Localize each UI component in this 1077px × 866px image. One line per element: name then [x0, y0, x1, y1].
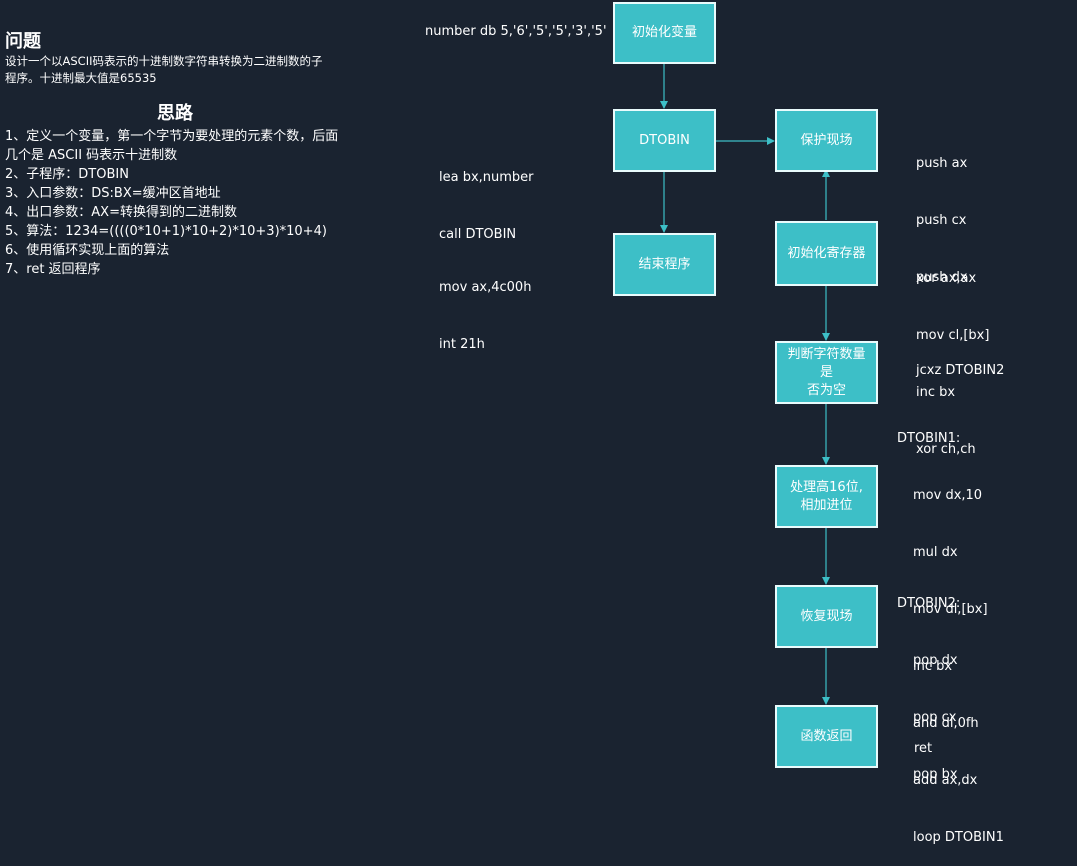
approach-line: 1、定义一个变量，第一个字节为要处理的元素个数，后面: [5, 129, 339, 144]
code-jcxz: jcxz DTOBIN2: [916, 363, 1005, 378]
code-line: xor ch,ch: [916, 442, 976, 457]
problem-desc-line-1: 设计一个以ASCII码表示的十进制数字符串转换为二进制数的子: [5, 54, 323, 68]
code-exit-block: mov ax,4c00h int 21h: [439, 240, 531, 373]
code-line: inc bx: [913, 659, 953, 674]
code-line: push ax: [916, 156, 968, 171]
code-line: mov dl,[bx]: [913, 602, 988, 617]
code-dtobin2-block: pop dx pop cx pop bx: [913, 613, 958, 803]
code-dtobin2-label: DTOBIN2:: [897, 596, 961, 611]
node-check-empty-line-1: 判断字符数量是: [787, 346, 866, 380]
code-line: push cx: [916, 213, 967, 228]
node-end-program: 结束程序: [613, 233, 716, 296]
approach-list: 1、定义一个变量，第一个字节为要处理的元素个数，后面 几个是 ASCII 码表示…: [5, 127, 365, 279]
code-line: loop DTOBIN1: [913, 830, 1004, 845]
node-function-return: 函数返回: [775, 705, 878, 768]
approach-line: 几个是 ASCII 码表示十进制数: [5, 148, 178, 163]
approach-line: 6、使用循环实现上面的算法: [5, 243, 170, 258]
node-init-variable: 初始化变量: [613, 2, 716, 64]
node-process-line-1: 处理高16位,: [790, 479, 863, 495]
approach-title: 思路: [157, 103, 193, 124]
code-number-definition: number db 5,'6','5','5','3','5': [425, 24, 607, 39]
code-ret: ret: [914, 741, 933, 756]
code-line: lea bx,number: [439, 170, 534, 185]
code-call-block: lea bx,number call DTOBIN: [439, 130, 534, 263]
approach-line: 3、入口参数：DS:BX=缓冲区首地址: [5, 186, 221, 201]
node-dtobin: DTOBIN: [613, 109, 716, 172]
code-line: mov cl,[bx]: [916, 328, 990, 343]
problem-desc-line-2: 程序。十进制最大值是65535: [5, 71, 157, 85]
node-restore-context: 恢复现场: [775, 585, 878, 648]
problem-description: 设计一个以ASCII码表示的十进制数字符串转换为二进制数的子 程序。十进制最大值…: [5, 53, 355, 87]
node-process-high-16: 处理高16位, 相加进位: [775, 465, 878, 528]
approach-line: 5、算法：1234=((((0*10+1)*10+2)*10+3)*10+4): [5, 224, 327, 239]
node-process-line-2: 相加进位: [800, 497, 853, 513]
code-init-block: xor ax,ax mov cl,[bx] inc bx xor ch,ch: [916, 231, 989, 478]
code-line: call DTOBIN: [439, 227, 517, 242]
approach-line: 2、子程序：DTOBIN: [5, 167, 129, 182]
code-line: push dx: [916, 270, 968, 285]
code-push-block: push ax push cx push dx: [916, 116, 968, 306]
approach-line: 4、出口参数：AX=转换得到的二进制数: [5, 205, 237, 220]
code-line: pop cx: [913, 710, 957, 725]
code-line: mov dx,10: [913, 488, 983, 503]
code-dtobin1-label: DTOBIN1:: [897, 431, 961, 446]
node-check-empty: 判断字符数量是 否为空: [775, 341, 878, 404]
approach-line: 7、ret 返回程序: [5, 262, 101, 277]
problem-title: 问题: [5, 31, 41, 52]
code-line: inc bx: [916, 385, 956, 400]
code-line: mov ax,4c00h: [439, 280, 532, 295]
code-line: int 21h: [439, 337, 485, 352]
code-line: mul dx: [913, 545, 958, 560]
code-line: and dl,0fh: [913, 716, 979, 731]
node-init-registers: 初始化寄存器: [775, 221, 878, 286]
node-protect-context: 保护现场: [775, 109, 878, 172]
code-line: xor ax,ax: [916, 271, 977, 286]
node-check-empty-line-2: 否为空: [806, 382, 846, 398]
code-line: pop dx: [913, 653, 958, 668]
